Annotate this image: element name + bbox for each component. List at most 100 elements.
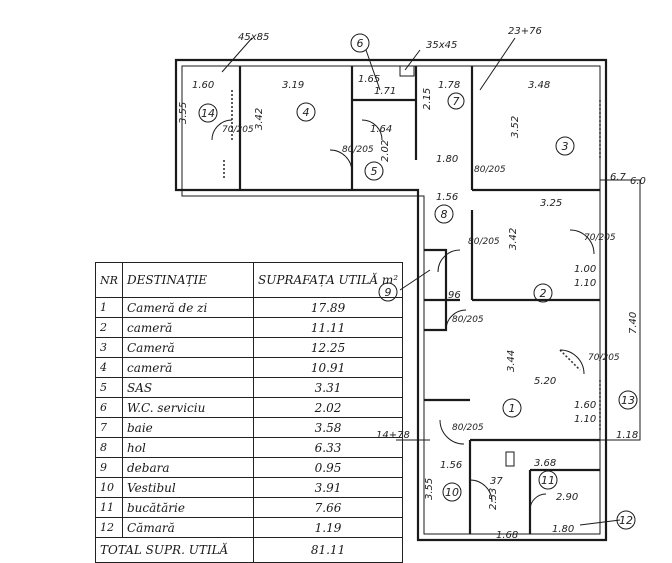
dim-label: 3.44 <box>506 350 517 372</box>
room-number: 6 <box>357 37 364 50</box>
dim-label: 1.10 <box>574 278 596 289</box>
row-suprafata: 10.91 <box>252 357 404 378</box>
dim-label: 3.48 <box>528 80 550 91</box>
dim-label: 3.52 <box>510 116 521 138</box>
dim-label: 1.71 <box>374 86 396 97</box>
dim-label: 1.80 <box>552 524 574 535</box>
row-destinatie: debara <box>122 457 254 478</box>
door-label: 80/205 <box>468 237 500 247</box>
row-nr: 3 <box>95 337 123 358</box>
dim-label: 2.90 <box>556 492 578 503</box>
room-number: 13 <box>621 394 635 407</box>
dim-label: 6.0 <box>630 176 646 187</box>
dim-label: 2.53 <box>488 488 499 510</box>
room-number: 8 <box>441 208 448 221</box>
dim-label: 7.40 <box>628 312 639 334</box>
dim-label: 96 <box>448 290 461 301</box>
dim-label: 1.64 <box>370 124 392 135</box>
row-suprafata: 17.89 <box>252 297 404 318</box>
interior-walls <box>238 66 641 534</box>
door-label: 80/205 <box>452 315 484 325</box>
door-swings <box>211 119 595 511</box>
total-value: 81.11 <box>252 537 404 563</box>
row-nr: 10 <box>95 477 123 498</box>
row-nr: 6 <box>95 397 123 418</box>
dim-label: 23+76 <box>508 26 542 37</box>
door-label: 80/205 <box>452 423 484 433</box>
dim-label: 2.15 <box>422 88 433 110</box>
dim-label: 3.42 <box>254 108 265 130</box>
dim-label: 1.65 <box>358 74 380 85</box>
row-suprafata: 6.33 <box>252 437 404 458</box>
row-nr: 5 <box>95 377 123 398</box>
dim-label: 1.60 <box>574 400 596 411</box>
room-number: 11 <box>541 474 555 487</box>
dim-label: 2.02 <box>380 140 391 162</box>
row-suprafata: 0.95 <box>252 457 404 478</box>
row-nr: 4 <box>95 357 123 378</box>
dim-label: 1.00 <box>574 264 596 275</box>
dim-label: 3.19 <box>282 80 304 91</box>
row-destinatie: W.C. serviciu <box>122 397 254 418</box>
dim-label: 1.60 <box>192 80 214 91</box>
room-number: 4 <box>303 106 310 119</box>
room-markers: 14 4 6 7 3 5 8 2 9 1 13 11 10 12 <box>198 33 638 530</box>
header-nr: NR <box>95 262 123 298</box>
table-header-row: NR DESTINAȚIE SUPRAFAȚA UTILĂ m² <box>95 262 404 298</box>
row-nr: 9 <box>95 457 123 478</box>
row-destinatie: cameră <box>122 317 254 338</box>
dim-label: 1.18 <box>616 430 638 441</box>
window-marks <box>223 65 601 467</box>
row-destinatie: cameră <box>122 357 254 378</box>
header-suprafata: SUPRAFAȚA UTILĂ m² <box>252 262 404 298</box>
row-destinatie: baie <box>122 417 254 438</box>
dim-label: 37 <box>490 476 503 487</box>
room-number: 3 <box>562 140 569 153</box>
dim-label: 1.80 <box>436 154 458 165</box>
row-nr: 8 <box>95 437 123 458</box>
dim-label: 45x85 <box>238 32 269 43</box>
dim-label: 1.10 <box>574 414 596 425</box>
row-suprafata: 11.11 <box>252 317 404 338</box>
header-destinatie: DESTINAȚIE <box>122 262 254 298</box>
row-destinatie: hol <box>122 437 254 458</box>
row-suprafata: 1.19 <box>252 517 404 538</box>
total-label: TOTAL SUPR. UTILĂ <box>95 537 254 563</box>
row-suprafata: 2.02 <box>252 397 404 418</box>
row-suprafata: 12.25 <box>252 337 404 358</box>
row-nr: 11 <box>95 497 123 518</box>
dim-label: 5.20 <box>534 376 556 387</box>
row-suprafata: 3.91 <box>252 477 404 498</box>
room-number: 5 <box>371 165 378 178</box>
row-nr: 7 <box>95 417 123 438</box>
dim-label: 3.25 <box>540 198 562 209</box>
dim-label: 35x45 <box>426 40 457 51</box>
door-label: 70/205 <box>588 353 620 363</box>
room-number: 7 <box>453 95 460 108</box>
dim-label: 3.55 <box>178 102 189 124</box>
row-suprafata: 3.31 <box>252 377 404 398</box>
dim-label: 3.55 <box>424 478 435 500</box>
door-label: 80/205 <box>342 145 374 155</box>
dim-label: 1.78 <box>438 80 460 91</box>
row-nr: 2 <box>95 317 123 338</box>
room-number: 1 <box>509 402 516 415</box>
dim-label: 3.42 <box>508 228 519 250</box>
room-number: 10 <box>445 486 459 499</box>
row-destinatie: Cămară <box>122 517 254 538</box>
row-suprafata: 3.58 <box>252 417 404 438</box>
row-nr: 1 <box>95 297 123 318</box>
row-destinatie: Vestibul <box>122 477 254 498</box>
row-destinatie: bucătărie <box>122 497 254 518</box>
